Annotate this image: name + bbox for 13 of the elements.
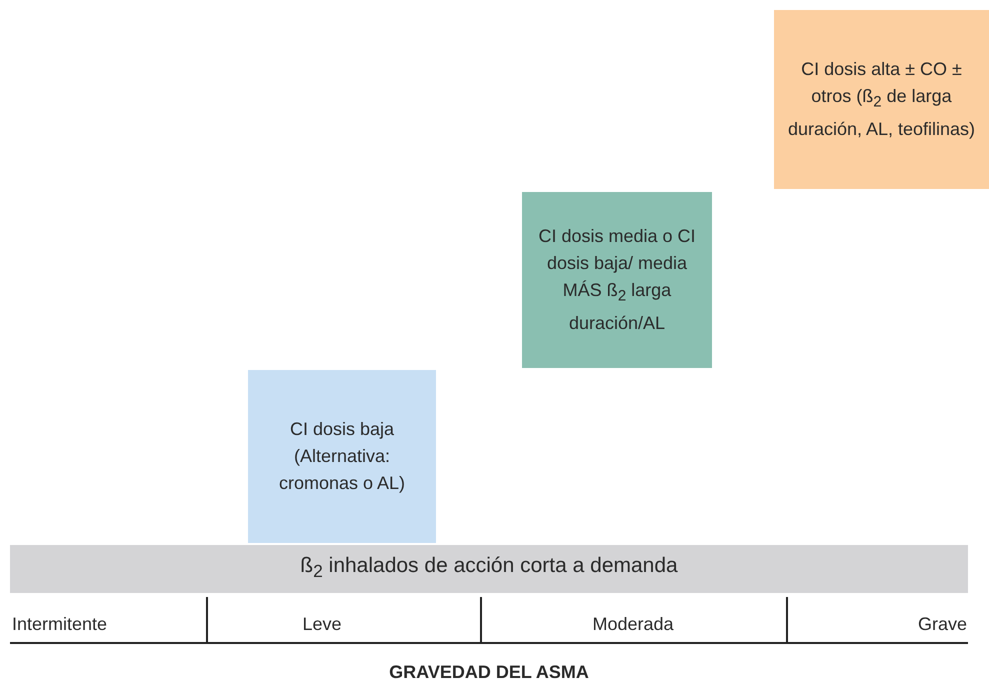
axis-title: GRAVEDAD DEL ASMA [389, 662, 589, 683]
treatment-step-box [522, 192, 712, 368]
treatment-step-box [774, 10, 989, 189]
box-text: CI dosis baja (Alternativa: cromonas o AL) [278, 418, 406, 495]
box-text: ß$_{2}$ inhalados de acción corta a demanda [300, 553, 678, 584]
box-text: CI dosis media o CI dosis baja/ media MÁS ß$_{2}$ larga duración/AL [537, 225, 697, 335]
treatment-step-box [248, 370, 436, 543]
box-text: CI dosis alta ± CO ± otros (ß$_{2}$ de larga duración, AL, teofilinas) [786, 58, 976, 141]
severity-label: Leve [302, 614, 342, 635]
severity-label: Moderada [592, 614, 674, 635]
severity-label: Grave [918, 614, 967, 635]
treatment-band [10, 545, 968, 593]
severity-label: Intermitente [12, 614, 108, 635]
